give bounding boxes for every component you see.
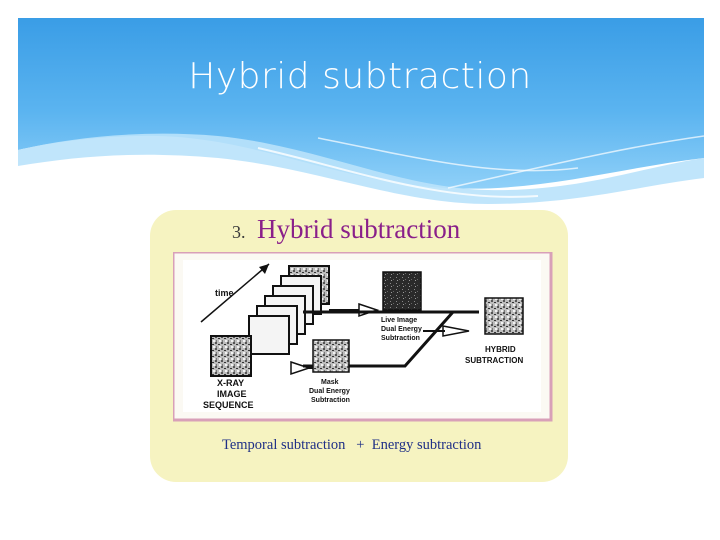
mask-label-2: Dual Energy — [309, 388, 350, 395]
time-label: time — [215, 288, 234, 298]
sequence-label-2: IMAGE — [217, 389, 247, 399]
mask-thumbnail — [312, 339, 350, 373]
mask-label-1: Mask — [321, 379, 339, 386]
figure-number: 3. — [232, 222, 246, 242]
hybrid-label-2: SUBTRACTION — [465, 356, 523, 365]
hybrid-result-thumbnail — [484, 297, 524, 335]
hybrid-subtraction-diagram: time Live Image Dual Energy Subtraction … — [173, 252, 553, 422]
header-banner — [18, 18, 704, 204]
live-image-label-1: Live Image — [381, 317, 417, 324]
sequence-label-3: SEQUENCE — [203, 400, 254, 410]
hybrid-label-1: HYBRID — [485, 345, 516, 354]
figure-caption: Temporal subtraction + Energy subtractio… — [222, 437, 482, 453]
slide-title: Hybrid subtraction — [188, 56, 532, 97]
sequence-label-1: X-RAY — [217, 378, 244, 388]
time-arrow — [200, 263, 270, 323]
live-image-label-3: Subtraction — [381, 335, 420, 342]
image-sequence-stack — [210, 265, 330, 377]
mask-label-3: Subtraction — [311, 397, 350, 404]
live-image-thumbnail — [382, 271, 422, 311]
figure-title: Hybrid subtraction — [257, 214, 461, 244]
live-image-label-2: Dual Energy — [381, 326, 422, 333]
